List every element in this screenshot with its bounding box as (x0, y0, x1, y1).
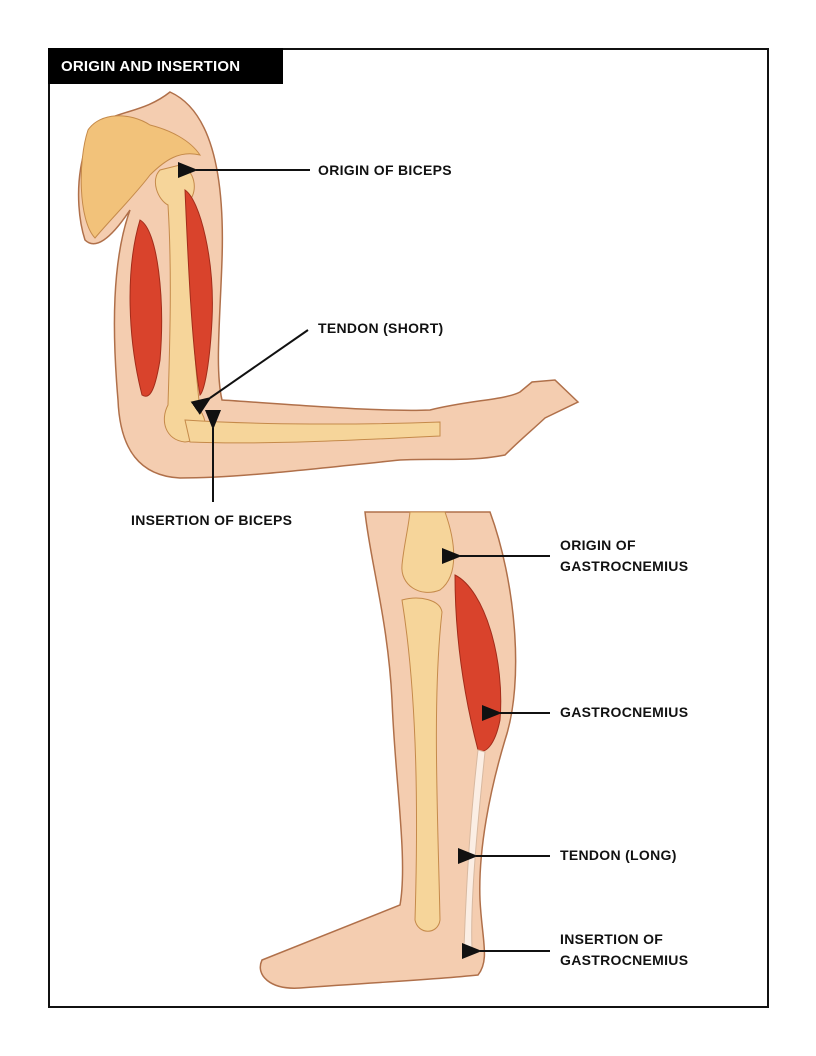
diagram-frame (48, 48, 769, 1008)
origin-line-2: GASTROCNEMIUS (560, 558, 689, 574)
tibia-bone (401, 597, 443, 932)
leg-skin (259, 511, 517, 989)
arm-illustration (77, 91, 580, 479)
origin-of-gastrocnemius-label: ORIGIN OF GASTROCNEMIUS (560, 535, 688, 577)
diagram-title: ORIGIN AND INSERTION (48, 48, 283, 84)
biceps-muscle (184, 189, 213, 397)
insertion-of-biceps-label: INSERTION OF BICEPS (131, 512, 293, 528)
forearm-bones (184, 419, 441, 444)
scapula-bone (80, 115, 202, 239)
tendon-long-label: TENDON (LONG) (560, 847, 677, 863)
triceps-muscle (129, 219, 163, 397)
insertion-of-gastrocnemius-label: INSERTION OF GASTROCNEMIUS (560, 929, 688, 971)
tendon-short-line (190, 329, 309, 415)
gastrocnemius-label: GASTROCNEMIUS (560, 704, 689, 720)
tendon-short-label: TENDON (SHORT) (318, 320, 444, 336)
insertion-line-2: GASTROCNEMIUS (560, 952, 689, 968)
femur-knee-bone (401, 511, 455, 593)
origin-line-1: ORIGIN OF (560, 537, 636, 553)
insertion-line-1: INSERTION OF (560, 931, 664, 947)
origin-of-biceps-label: ORIGIN OF BICEPS (318, 162, 452, 178)
leg-illustration (259, 511, 517, 989)
